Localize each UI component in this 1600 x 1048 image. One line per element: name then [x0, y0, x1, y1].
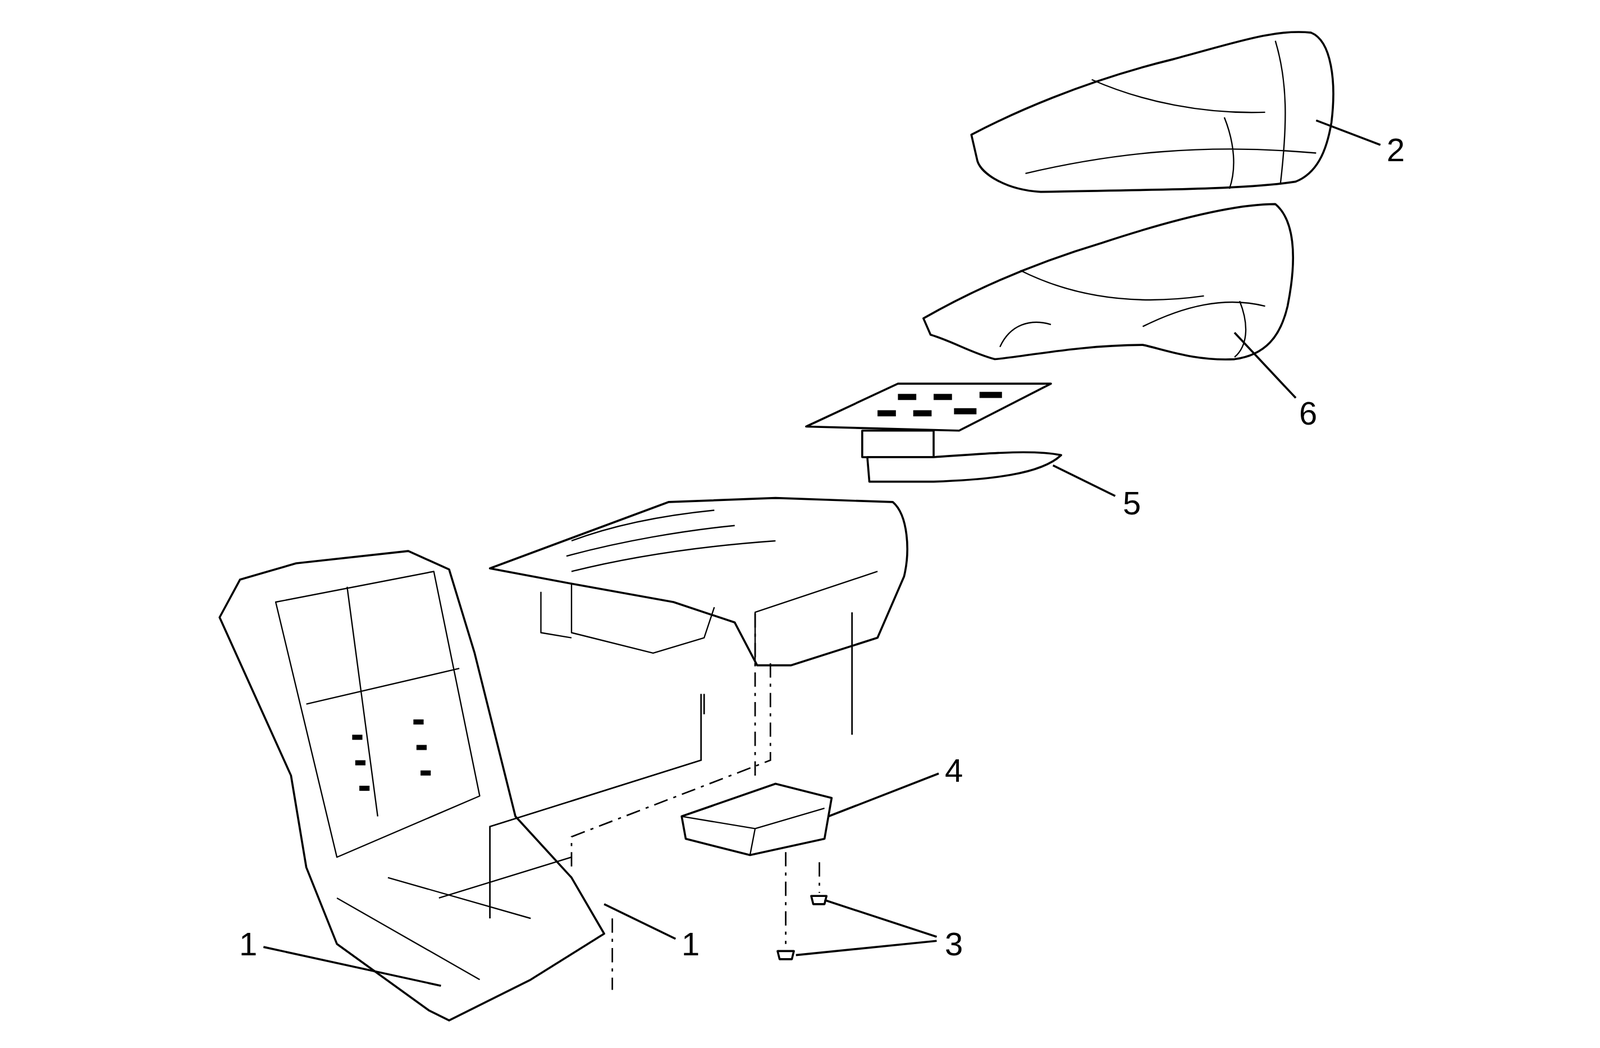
bolt: [777, 950, 794, 959]
bolt: [811, 895, 827, 904]
leader-line: [263, 946, 441, 986]
leader-line: [1234, 332, 1296, 398]
side-cover: [681, 783, 832, 855]
callout-number: 3: [944, 927, 963, 960]
sensor-plate: [806, 383, 1051, 431]
callout-number: 2: [1386, 133, 1405, 167]
leader-line: [796, 899, 937, 955]
leader-line: [1315, 120, 1380, 145]
callout-number: 1: [239, 927, 258, 960]
leader-line: [1053, 465, 1116, 497]
callout-number: 1: [681, 927, 700, 960]
seat-pan: [490, 497, 908, 666]
callout-number: 4: [944, 753, 963, 787]
cushion-cover: [971, 32, 1334, 192]
callout-number: 5: [1122, 486, 1141, 520]
leader-line: [604, 903, 676, 939]
seat-frame: [219, 550, 605, 1021]
leader-line: [828, 773, 939, 816]
callout-number: 6: [1299, 396, 1318, 430]
